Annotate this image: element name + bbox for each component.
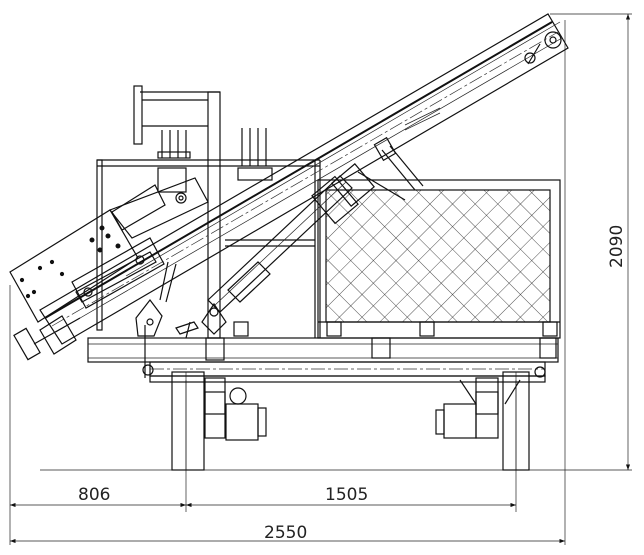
mesh-cage <box>317 179 561 339</box>
main-boom <box>39 13 569 345</box>
front-wheel-assembly <box>171 371 267 471</box>
support-frame <box>96 85 321 339</box>
tool-head <box>9 167 209 361</box>
chassis-frame <box>87 321 559 383</box>
mast-joint <box>175 302 227 339</box>
rear-wheel-assembly <box>435 371 530 471</box>
dimension-wheelbase: 1505 <box>325 485 368 505</box>
dimension-front-overhang: 806 <box>78 485 110 505</box>
dimension-overall-length: 2550 <box>264 523 307 543</box>
dimension-overall-height: 2090 <box>607 225 627 268</box>
